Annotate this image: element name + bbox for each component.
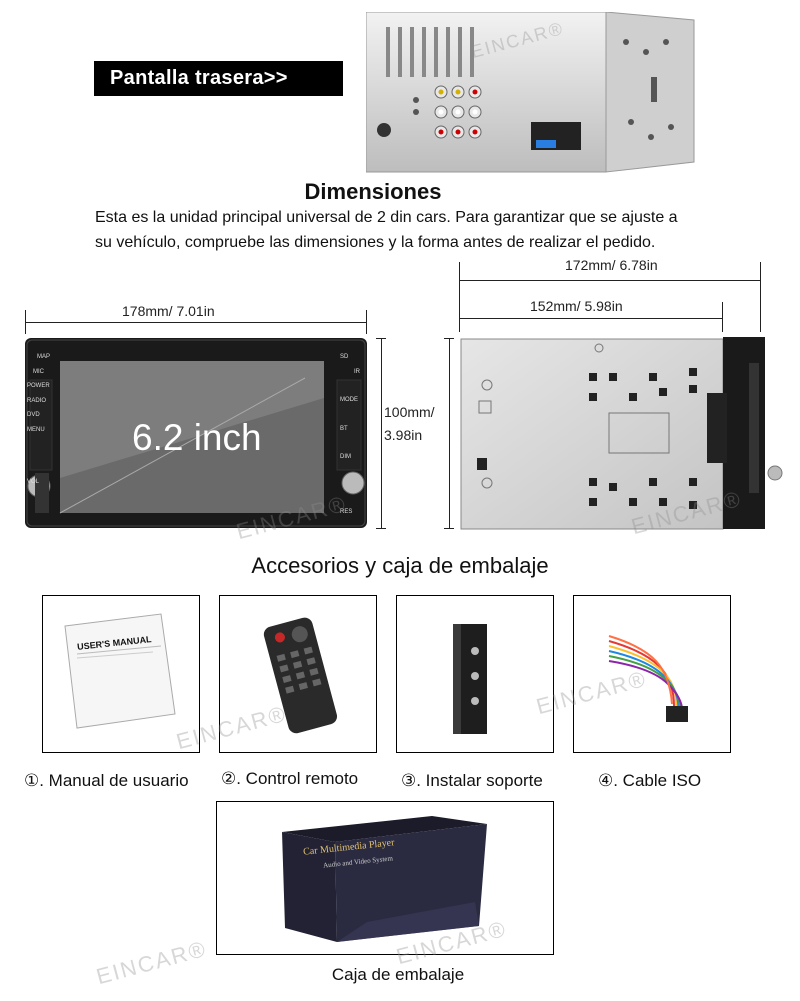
rear-screen-banner-label: Pantalla trasera>> (110, 67, 288, 89)
head-unit-side (459, 333, 784, 533)
height-label: 100mm/ (384, 404, 435, 420)
button-label-res: RES (340, 508, 353, 515)
depth-total-line (459, 280, 760, 281)
button-label-sd: SD (340, 354, 349, 360)
rear-chassis-image (365, 11, 698, 182)
height-line-left (381, 338, 382, 528)
rear-screen-banner: Pantalla trasera>> (94, 61, 343, 96)
width-line (25, 322, 366, 323)
head-unit-front (25, 338, 367, 528)
button-label-radio: RADIO (27, 397, 47, 404)
width-front-label: 178mm/ 7.01in (122, 303, 215, 319)
packaging-box-frame: Car Multimedia Player Audio and Video Sy… (216, 801, 554, 955)
height-label-inches: 3.98in (384, 427, 423, 443)
button-label-dim: DIM (340, 454, 351, 460)
screen-size-label: 6.2 inch (132, 417, 262, 458)
caption-bracket: ③. Instalar soporte (401, 771, 543, 790)
caption-cable: ④. Cable ISO (598, 771, 702, 790)
depth-body-label: 152mm/ 5.98in (530, 298, 623, 314)
depth-body-line (459, 318, 722, 319)
button-label-bt: BT (340, 425, 348, 432)
accessory-frame-cable (573, 595, 731, 753)
caption-manual: ①. Manual de usuario (24, 771, 189, 790)
front-left-buttons: MAP MIC POWER RADIO DVD MENU VOL (27, 350, 51, 490)
dimensions-title: Dimensiones (304, 179, 442, 204)
button-label-mic: MIC (33, 368, 44, 375)
height-line-right (449, 338, 450, 528)
dimensions-desc-line2: su vehículo, compruebe las dimensiones y… (95, 234, 656, 251)
button-label-ir: IR (354, 368, 360, 375)
depth-total-label: 172mm/ 6.78in (565, 257, 658, 273)
depth-total-tick-right (760, 262, 761, 332)
height-tick-bottom (376, 528, 386, 529)
button-label-power: POWER (27, 383, 50, 389)
button-label-map: MAP (37, 354, 51, 360)
width-tick-right (366, 310, 367, 334)
accessory-frame-bracket (396, 595, 554, 753)
button-label-mode: MODE (340, 397, 358, 403)
button-label-menu: MENU (27, 426, 45, 433)
button-label-vol: VOL (27, 479, 40, 485)
caption-box: Caja de embalaje (331, 965, 465, 984)
front-right-buttons: SD IR MODE BT DIM RES (340, 350, 366, 519)
height-tick-bottom-right (444, 528, 454, 529)
depth-body-tick-right (722, 302, 723, 332)
dimensions-desc-line1: Esta es la unidad principal universal de… (95, 209, 678, 226)
accessory-frame-manual: USER'S MANUAL (42, 595, 200, 753)
depth-total-tick-left (459, 262, 460, 332)
button-label-dvd: DVD (27, 412, 40, 418)
accessories-title: Accesorios y caja de embalaje (251, 553, 549, 578)
accessory-frame-remote (219, 595, 377, 753)
caption-remote: ②. Control remoto (221, 769, 359, 788)
